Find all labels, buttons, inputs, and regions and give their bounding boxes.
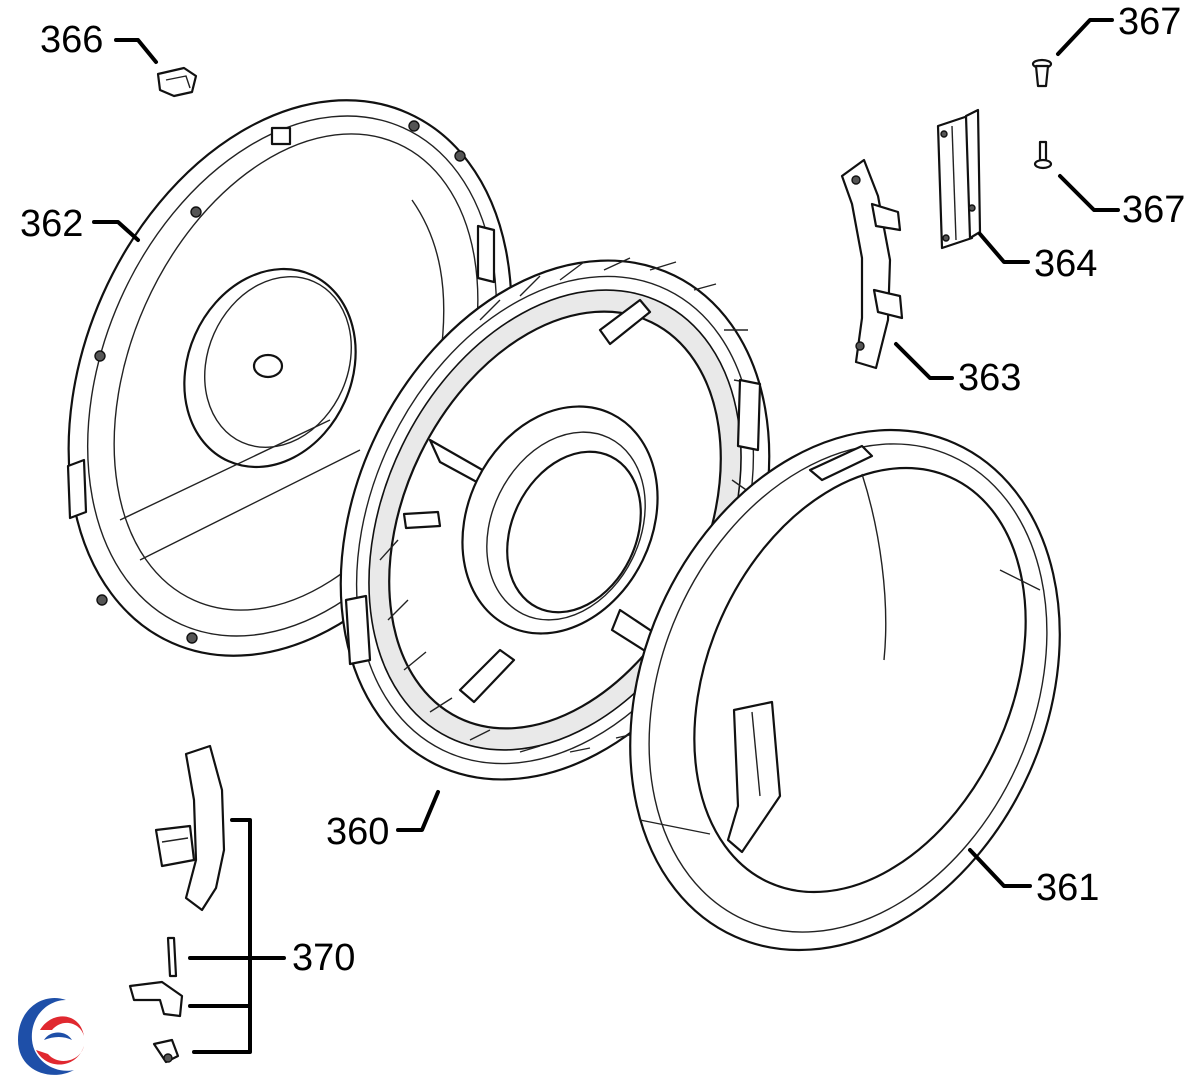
- part-363-hinge: [840, 158, 904, 370]
- label-367-top: 367: [1118, 1, 1181, 43]
- leader-361: [968, 848, 1032, 888]
- part-370-handle-kit: [128, 744, 226, 1064]
- label-366: 366: [40, 19, 103, 61]
- part-360-door-inner-ring: [339, 257, 771, 781]
- part-367-pin-bottom: [1033, 140, 1053, 170]
- leader-363: [894, 342, 954, 380]
- part-364-hinge-bracket: [936, 108, 982, 250]
- label-360: 360: [326, 811, 389, 853]
- label-362: 362: [20, 203, 83, 245]
- part-361-outer-door-ring: [629, 428, 1061, 952]
- brand-logo-icon: [18, 997, 84, 1075]
- leader-364: [978, 232, 1030, 264]
- part-367-pin-top: [1031, 58, 1053, 88]
- label-367-bottom: 367: [1122, 189, 1185, 231]
- leader-366: [114, 38, 158, 64]
- label-363: 363: [958, 357, 1021, 399]
- label-370: 370: [292, 937, 355, 979]
- label-364: 364: [1034, 243, 1097, 285]
- leader-362: [92, 220, 140, 242]
- leader-360: [396, 790, 440, 832]
- label-361: 361: [1036, 867, 1099, 909]
- leader-367-top: [1056, 18, 1114, 56]
- leader-370-bracket: [188, 818, 286, 1054]
- leader-367-bottom: [1058, 174, 1120, 212]
- part-366-cap: [156, 66, 198, 98]
